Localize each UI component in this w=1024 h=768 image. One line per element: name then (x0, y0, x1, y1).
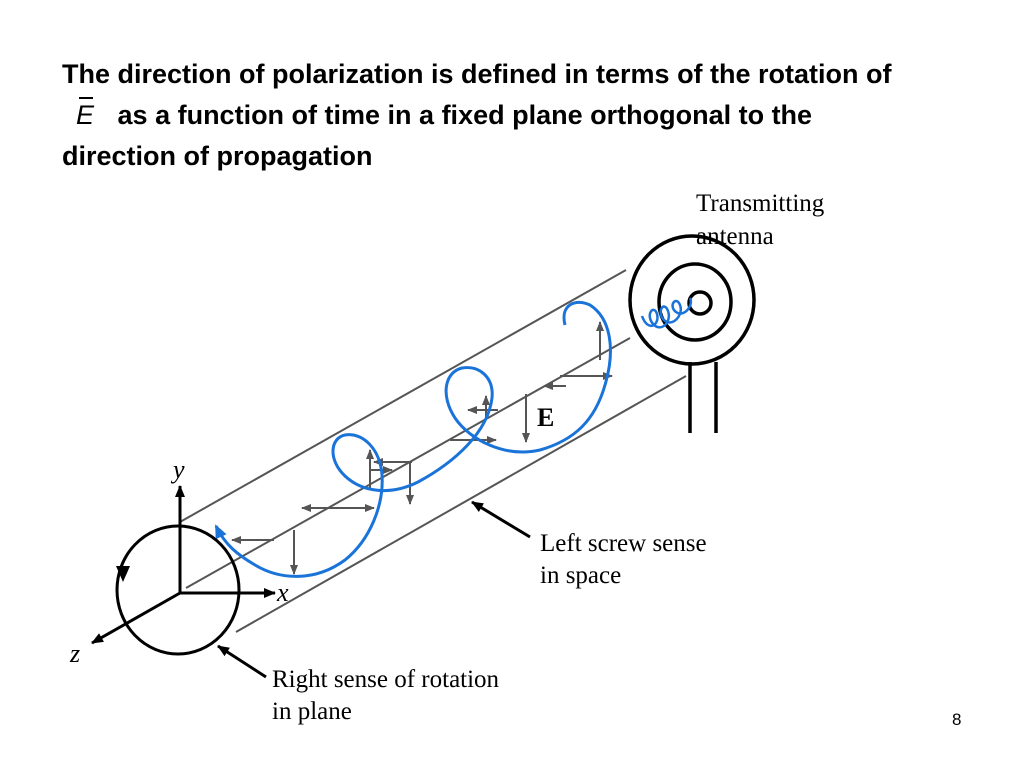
e-vector-symbol: E (76, 95, 94, 136)
transmitting-antenna-icon (628, 234, 756, 433)
cylinder-top-line (179, 269, 627, 523)
coordinate-axes (91, 485, 276, 645)
right-rotation-pointer (217, 644, 267, 679)
title-text-part2: as a function of time in a fixed plane o… (62, 100, 813, 171)
slide-title: The direction of polarization is defined… (62, 54, 922, 177)
right-rotation-label: Right sense of rotation in plane (272, 666, 505, 725)
y-axis-label: y (170, 455, 185, 484)
z-axis (91, 591, 181, 645)
x-axis-label: x (276, 578, 289, 607)
title-text-part1: The direction of polarization is defined… (62, 59, 892, 89)
field-e-label: E (537, 403, 554, 432)
rotation-circle (115, 524, 241, 656)
cylinder-bottom-line (235, 375, 687, 633)
left-screw-label: Left screw sense in space (540, 530, 713, 589)
source-wave-icon (640, 297, 693, 329)
z-axis-label: z (69, 639, 80, 668)
rotation-arrowhead-icon (116, 566, 130, 582)
page-number: 8 (952, 710, 962, 729)
left-screw-pointer (471, 500, 531, 539)
helix-curve (214, 300, 612, 578)
transmitting-antenna-label: Transmitting antenna (696, 190, 831, 250)
